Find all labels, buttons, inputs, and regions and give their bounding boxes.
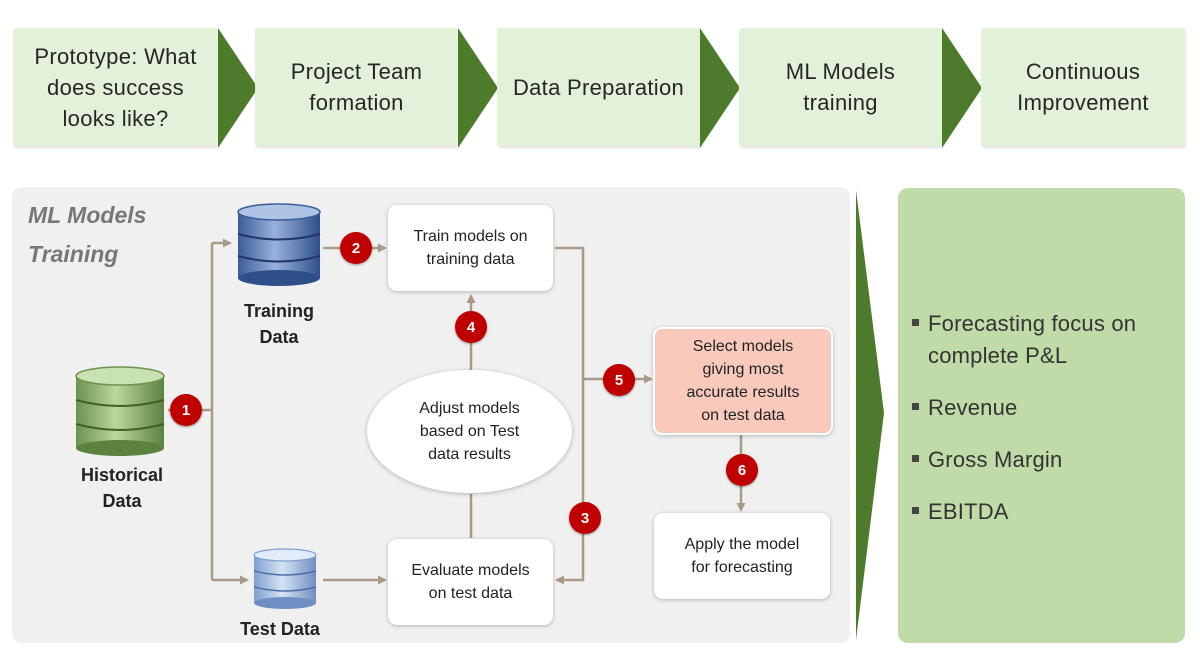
select-models-text: Select models giving most accurate resul… <box>686 338 800 424</box>
test-database-icon <box>253 548 317 609</box>
chevron-arrow-3 <box>700 28 740 148</box>
phase-project-team-label: Project Team formation <box>290 59 423 115</box>
phase-prototype: Prototype: What does success looks like? <box>13 28 218 146</box>
training-data-label: Training Data <box>243 301 314 347</box>
phase-data-preparation: Data Preparation <box>497 28 700 146</box>
evaluate-models-box: Evaluate models on test data <box>388 539 553 625</box>
chevron-arrow-2 <box>458 28 498 148</box>
select-models-box: Select models giving most accurate resul… <box>653 327 833 435</box>
phase-continuous-improvement: Continuous Improvement <box>981 28 1185 146</box>
step-badge-4: 4 <box>455 311 487 343</box>
apply-model-box: Apply the model for forecasting <box>654 513 830 599</box>
result-item-revenue: Revenue <box>910 392 1136 424</box>
step-badge-1: 1 <box>170 394 202 426</box>
step-badge-2: 2 <box>340 232 372 264</box>
result-item-ebitda: EBITDA <box>910 496 1136 528</box>
result-item-pl: Forecasting focus on complete P&L <box>910 308 1136 372</box>
results-list: Forecasting focus on complete P&L Revenu… <box>910 308 1136 548</box>
historical-data-label: Historical Data <box>80 465 164 511</box>
historical-database-icon <box>75 366 165 456</box>
chevron-arrow-4 <box>942 28 982 148</box>
test-data-label: Test Data <box>240 619 320 639</box>
results-panel: Forecasting focus on complete P&L Revenu… <box>898 188 1185 643</box>
step-badge-5: 5 <box>603 364 635 396</box>
phase-prototype-label: Prototype: What does success looks like? <box>34 43 197 131</box>
evaluate-models-text: Evaluate models on test data <box>411 562 530 602</box>
result-item-gross-margin: Gross Margin <box>910 444 1136 476</box>
panel-title: ML Models Training <box>28 202 147 267</box>
phase-data-preparation-label: Data Preparation <box>512 74 685 100</box>
chevron-arrow-1 <box>218 28 258 148</box>
train-models-text: Train models on training data <box>413 228 528 268</box>
training-database-icon <box>237 203 321 286</box>
adjust-models-text: Adjust models based on Test data results <box>419 400 520 463</box>
phase-continuous-improvement-label: Continuous Improvement <box>1017 59 1149 115</box>
phase-ml-training-label: ML Models training <box>785 59 896 115</box>
adjust-models-ellipse: Adjust models based on Test data results <box>367 370 572 493</box>
phase-project-team: Project Team formation <box>255 28 458 146</box>
train-models-box: Train models on training data <box>388 205 553 291</box>
step-badge-3: 3 <box>569 502 601 534</box>
apply-model-text: Apply the model for forecasting <box>684 536 800 576</box>
step-badge-6: 6 <box>726 454 758 486</box>
phase-ml-training: ML Models training <box>739 28 942 146</box>
